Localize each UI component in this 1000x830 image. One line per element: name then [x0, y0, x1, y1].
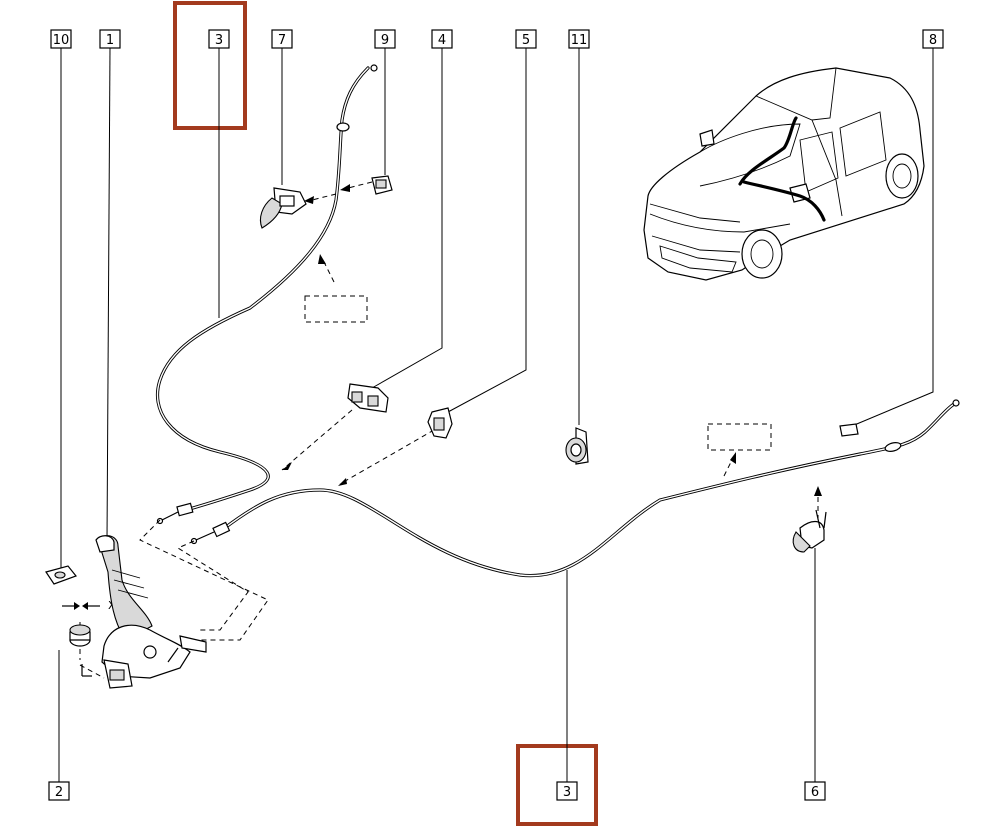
part-9-clip — [371, 175, 393, 195]
callout-1-label: 1 — [106, 33, 114, 48]
callout-3-bottom: 3 — [556, 781, 578, 801]
callout-6-label: 6 — [811, 785, 819, 800]
callout-7-label: 7 — [278, 33, 286, 48]
dashed-box-right — [707, 423, 772, 451]
callout-2-label: 2 — [55, 785, 63, 800]
callout-10-label: 10 — [53, 33, 70, 48]
cable-left-branch — [155, 64, 378, 525]
car-illustration — [643, 67, 925, 281]
part-6-bracket — [792, 509, 827, 553]
callout-3-bottom-label: 3 — [563, 785, 571, 800]
part-10-nut-plate — [45, 565, 77, 585]
callout-8: 8 — [922, 29, 944, 49]
callout-2: 2 — [48, 781, 70, 801]
callout-6: 6 — [804, 781, 826, 801]
cable-right-branch — [190, 399, 960, 578]
callout-1: 1 — [99, 29, 121, 49]
callout-4: 4 — [431, 29, 453, 49]
dashed-box-left — [304, 295, 368, 323]
callout-4-label: 4 — [438, 33, 446, 48]
part-1-handbrake-lever — [95, 535, 207, 689]
part-7-cable-guide — [259, 187, 307, 229]
callout-11: 11 — [568, 29, 590, 49]
part-8-clip — [839, 423, 859, 437]
part-4-double-clip — [347, 383, 389, 413]
callout-5-label: 5 — [522, 33, 530, 48]
leader-lines — [58, 47, 934, 782]
callout-11-label: 11 — [571, 33, 588, 48]
part-2-nut: X — [62, 599, 116, 677]
highlight-frame-top — [173, 1, 247, 130]
part-5-clip — [427, 407, 453, 439]
callout-10: 10 — [50, 29, 72, 49]
callout-3-top: 3 — [208, 29, 230, 49]
highlight-frame-bottom — [516, 744, 598, 826]
part-11-strap-clip — [565, 427, 589, 465]
callout-7: 7 — [271, 29, 293, 49]
callout-9-label: 9 — [381, 33, 389, 48]
callout-5: 5 — [515, 29, 537, 49]
callout-3-top-label: 3 — [215, 33, 223, 48]
callout-8-label: 8 — [929, 33, 937, 48]
callout-9: 9 — [374, 29, 396, 49]
assembly-lines — [79, 181, 822, 679]
